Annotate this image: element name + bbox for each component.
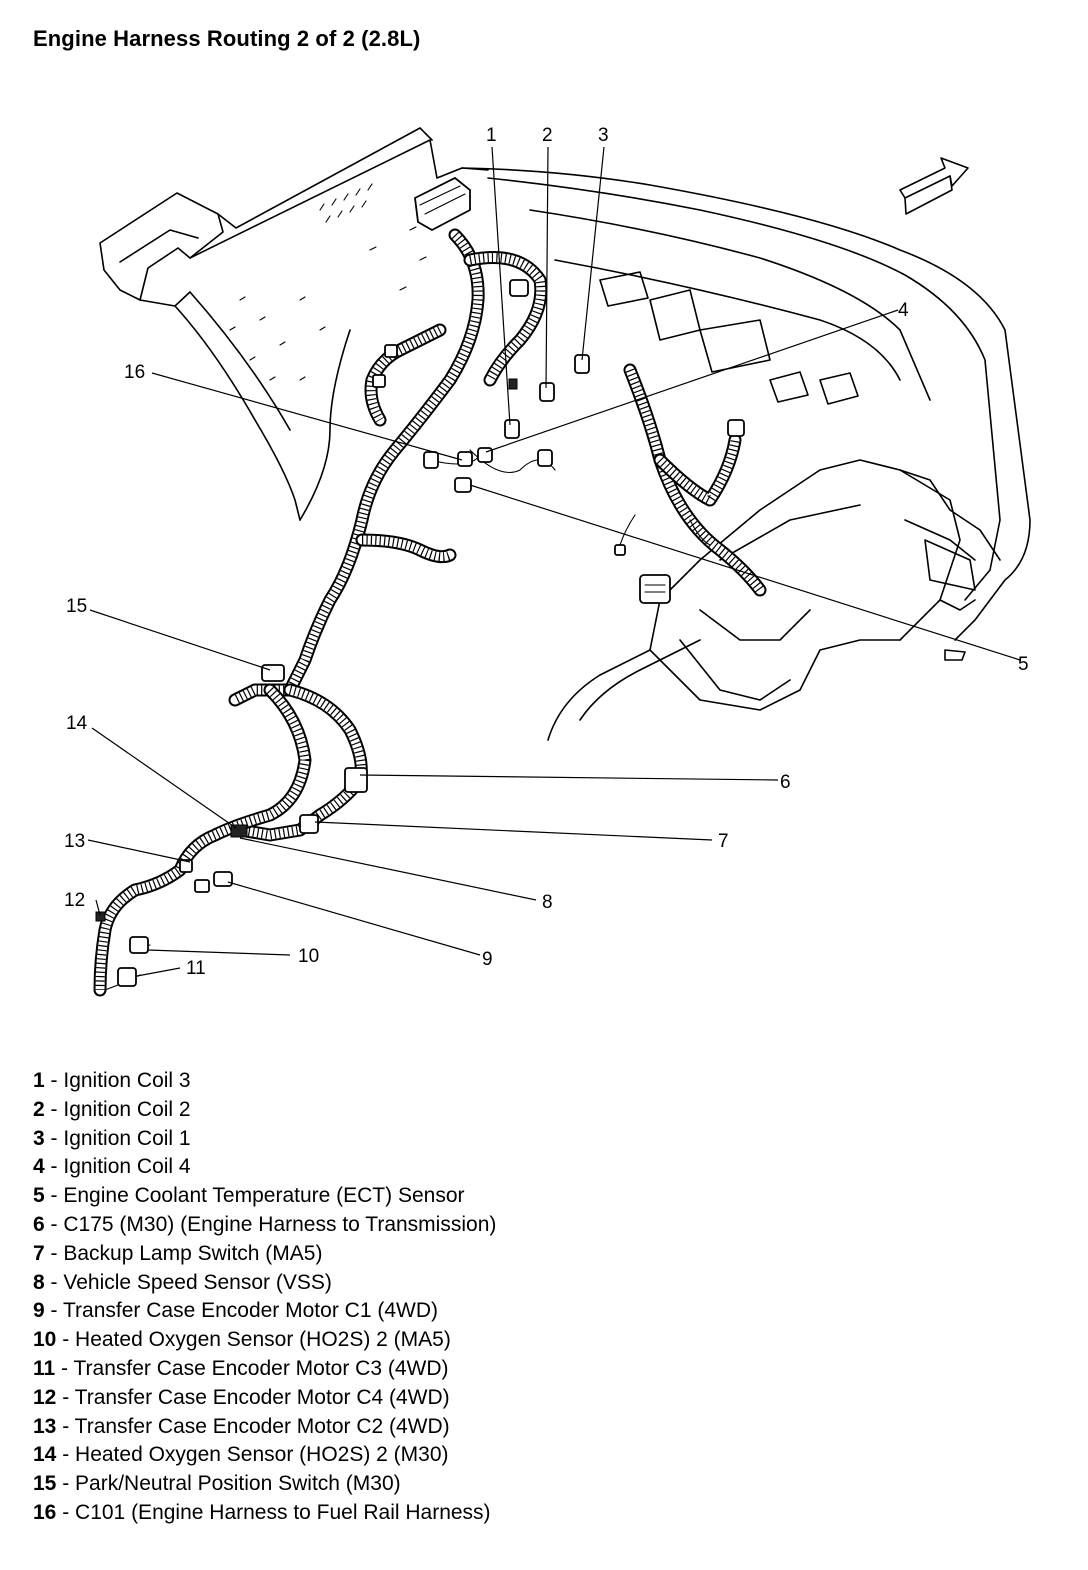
callout-3: 3 <box>598 125 609 146</box>
legend-label: C101 (Engine Harness to Fuel Rail Harnes… <box>75 1500 491 1524</box>
legend-item: 4 - Ignition Coil 4 <box>33 1155 191 1179</box>
legend-label: Ignition Coil 3 <box>63 1069 191 1092</box>
callout-10: 10 <box>298 946 319 967</box>
legend-number: 5 <box>33 1184 45 1208</box>
legend-item: 1 - Ignition Coil 3 <box>33 1069 191 1092</box>
legend-number: 11 <box>33 1356 56 1380</box>
callout-numbers: 1 2 3 4 5 6 7 8 9 10 11 12 13 14 15 16 <box>64 125 1029 979</box>
legend-number: 10 <box>33 1328 57 1352</box>
legend-label: Engine Coolant Temperature (ECT) Sensor <box>63 1184 465 1208</box>
legend-item: 16 - C101 (Engine Harness to Fuel Rail H… <box>33 1500 491 1524</box>
legend-item: 7 - Backup Lamp Switch (MA5) <box>33 1241 323 1265</box>
legend-label: Transfer Case Encoder Motor C2 (4WD) <box>74 1414 450 1438</box>
callout-5: 5 <box>1018 654 1029 675</box>
legend-number: 4 <box>33 1155 45 1179</box>
legend-label: Backup Lamp Switch (MA5) <box>63 1241 323 1265</box>
legend-item: 6 - C175 (M30) (Engine Harness to Transm… <box>33 1212 497 1236</box>
legend-number: 6 <box>33 1212 45 1236</box>
leader-lines <box>87 146 1021 977</box>
legend-item: 14 - Heated Oxygen Sensor (HO2S) 2 (M30) <box>33 1443 449 1467</box>
harness-routing-illustration: 1 2 3 4 5 6 7 8 9 10 11 12 13 14 15 16 <box>64 125 1031 997</box>
callout-9: 9 <box>482 949 493 970</box>
legend-number: 9 <box>33 1299 45 1323</box>
callout-1: 1 <box>486 125 497 146</box>
legend-item: 12 - Transfer Case Encoder Motor C4 (4WD… <box>33 1385 450 1409</box>
callout-13: 13 <box>64 831 85 852</box>
callout-2: 2 <box>542 125 553 146</box>
legend-number: 15 <box>33 1472 57 1496</box>
legend-label: Transfer Case Encoder Motor C4 (4WD) <box>74 1385 450 1409</box>
connectors <box>95 279 745 987</box>
callout-4: 4 <box>898 300 909 321</box>
legend-number: 12 <box>33 1385 57 1409</box>
callout-11: 11 <box>186 958 206 979</box>
legend-number: 1 <box>33 1069 45 1092</box>
callout-7: 7 <box>718 831 729 852</box>
page-title: Engine Harness Routing 2 of 2 (2.8L) <box>33 26 421 51</box>
legend-item: 13 - Transfer Case Encoder Motor C2 (4WD… <box>33 1414 450 1438</box>
legend-label: Heated Oxygen Sensor (HO2S) 2 (M30) <box>75 1443 449 1467</box>
legend-label: Vehicle Speed Sensor (VSS) <box>63 1270 332 1294</box>
legend-item: 10 - Heated Oxygen Sensor (HO2S) 2 (MA5) <box>33 1328 451 1352</box>
callout-12: 12 <box>64 890 85 911</box>
legend-number: 3 <box>33 1126 45 1150</box>
legend-label: Ignition Coil 1 <box>63 1126 191 1150</box>
callout-8: 8 <box>542 892 553 913</box>
legend-item: 9 - Transfer Case Encoder Motor C1 (4WD) <box>33 1299 438 1323</box>
legend-number: 8 <box>33 1270 45 1294</box>
callout-14: 14 <box>66 713 88 734</box>
vehicle-body-outline <box>99 127 1031 741</box>
legend-label: Transfer Case Encoder Motor C1 (4WD) <box>62 1299 438 1323</box>
legend-label: Transfer Case Encoder Motor C3 (4WD) <box>73 1356 449 1380</box>
legend-number: 14 <box>33 1443 57 1467</box>
callout-15: 15 <box>66 596 87 617</box>
component-legend: 1 - Ignition Coil 3 2 - Ignition Coil 2 … <box>33 1067 496 1528</box>
legend-item: 3 - Ignition Coil 1 <box>33 1126 191 1150</box>
legend-item: 11 - Transfer Case Encoder Motor C3 (4WD… <box>33 1356 449 1380</box>
legend-item: 8 - Vehicle Speed Sensor (VSS) <box>33 1270 332 1294</box>
legend-label: Ignition Coil 2 <box>63 1097 191 1121</box>
legend-number: 13 <box>33 1414 57 1438</box>
legend-label: Heated Oxygen Sensor (HO2S) 2 (MA5) <box>75 1328 451 1352</box>
legend-label: Park/Neutral Position Switch (M30) <box>75 1472 401 1496</box>
legend-item: 2 - Ignition Coil 2 <box>33 1097 191 1121</box>
legend-number: 16 <box>33 1500 57 1524</box>
legend-label: Ignition Coil 4 <box>63 1155 191 1179</box>
legend-number: 2 <box>33 1097 45 1121</box>
legend-number: 7 <box>33 1241 45 1265</box>
legend-label: C175 (M30) (Engine Harness to Transmissi… <box>63 1212 497 1236</box>
legend-item: 15 - Park/Neutral Position Switch (M30) <box>33 1472 401 1496</box>
engine-harness <box>93 228 767 997</box>
callout-6: 6 <box>780 772 791 793</box>
callout-16: 16 <box>124 362 145 383</box>
legend-item: 5 - Engine Coolant Temperature (ECT) Sen… <box>33 1184 465 1208</box>
